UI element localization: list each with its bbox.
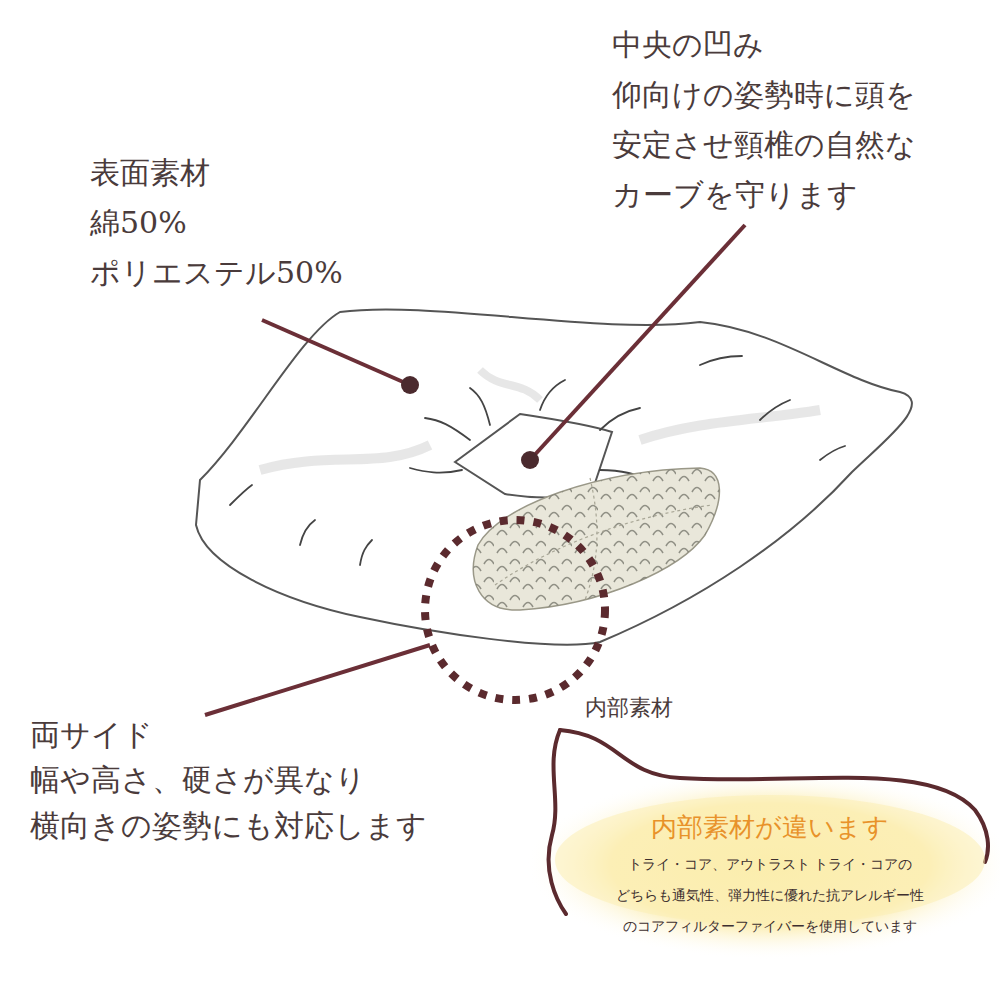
pillow-outline: [196, 309, 912, 644]
inner-core: [473, 468, 719, 610]
material-ellipse: 内部素材が違いますトライ・コア、アウトラスト トライ・コアの どちらも通気性、弾…: [545, 775, 995, 955]
bubble-glow: [525, 770, 1000, 960]
leader-line: [205, 645, 430, 715]
callout-text: 仰向けの姿勢時に頭を 安定させ頸椎の自然な カーブを守ります: [612, 70, 987, 220]
bubble-line: [549, 730, 566, 914]
callout-heading: 表面素材: [90, 148, 390, 198]
node-heading: 内部素材が違います: [545, 775, 995, 847]
callout-text: 綿50% ポリエステル50%: [90, 198, 390, 298]
detail-circle: [425, 520, 605, 700]
bubble-heading: 内部素材: [585, 693, 745, 723]
callout-heading: 両サイド: [30, 712, 230, 758]
node-text: トライ・コア、アウトラスト トライ・コアの どちらも通気性、弾力性に優れた抗アレ…: [545, 847, 995, 942]
callout-text: 幅や高さ、硬さが異なり 横向きの姿勢にも対応します: [30, 757, 460, 849]
leader-dot: [521, 451, 539, 469]
callout-heading: 中央の凹み: [612, 20, 992, 70]
leader-dot: [401, 376, 419, 394]
leader-line: [530, 225, 745, 460]
leader-line: [262, 320, 410, 385]
